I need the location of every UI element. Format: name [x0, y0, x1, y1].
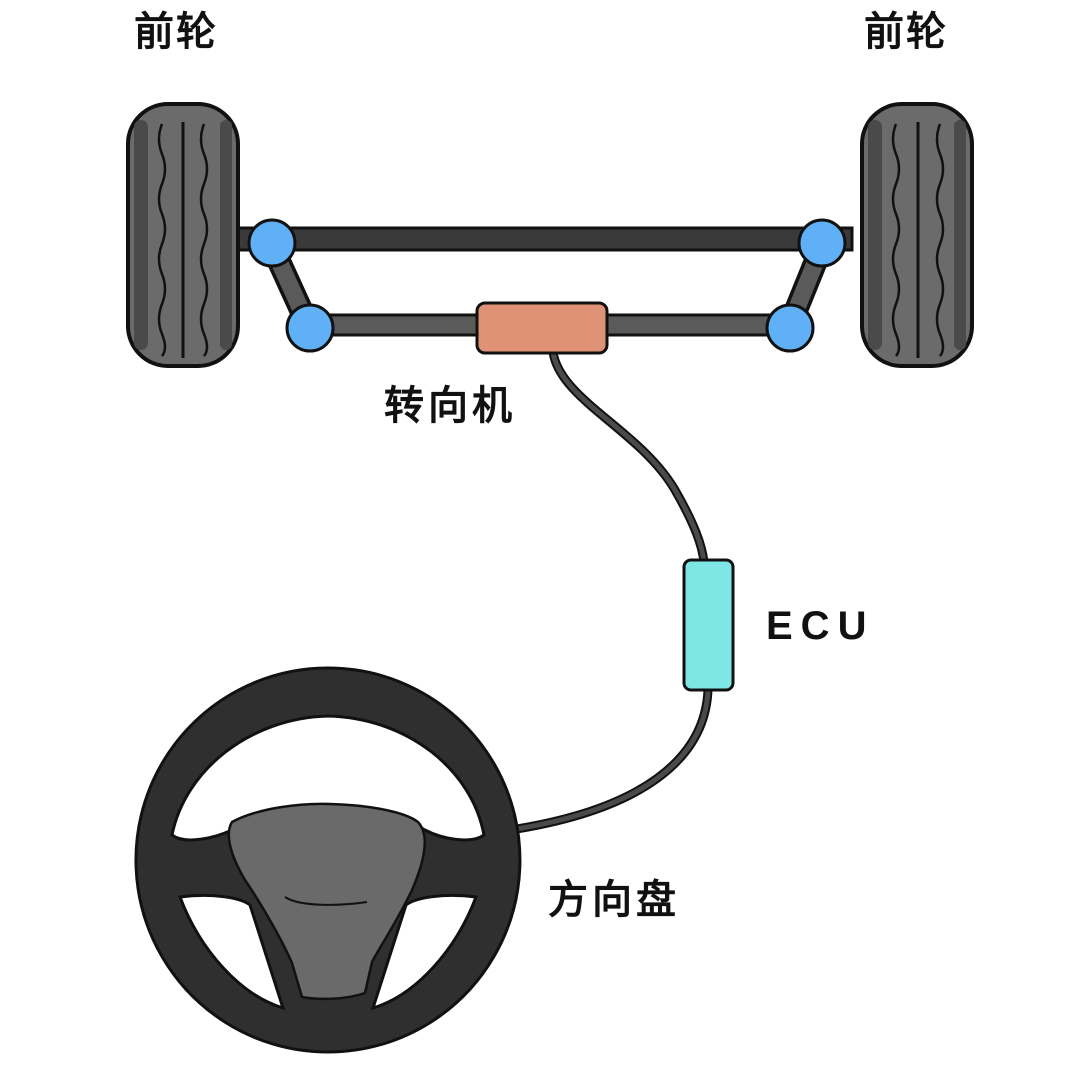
joint-upper-right: [797, 218, 847, 268]
steering-wheel: [134, 666, 522, 1054]
signal-cable-upper-fill: [550, 349, 707, 565]
steering-wheel-label: 方向盘: [548, 877, 680, 923]
ecu-label: ECU: [766, 604, 875, 648]
joint-lower-right: [765, 303, 815, 353]
joint-upper-left: [247, 218, 297, 268]
signal-cable-upper: [548, 347, 709, 567]
airbag-logo-line: [284, 896, 368, 906]
front-wheel-right-label: 前轮: [864, 9, 948, 55]
front-axle-bar: [230, 226, 854, 252]
signal-cable-lower-fill: [507, 687, 711, 833]
front-right-tire: [860, 102, 974, 368]
steering-gear-label: 转向机: [384, 383, 516, 429]
front-left-tire: [126, 102, 240, 368]
ecu-box: [682, 558, 735, 692]
joint-lower-left: [285, 303, 335, 353]
front-wheel-left-label: 前轮: [134, 9, 218, 55]
steering-gear: [475, 301, 609, 355]
airbag-cover: [227, 802, 426, 1001]
